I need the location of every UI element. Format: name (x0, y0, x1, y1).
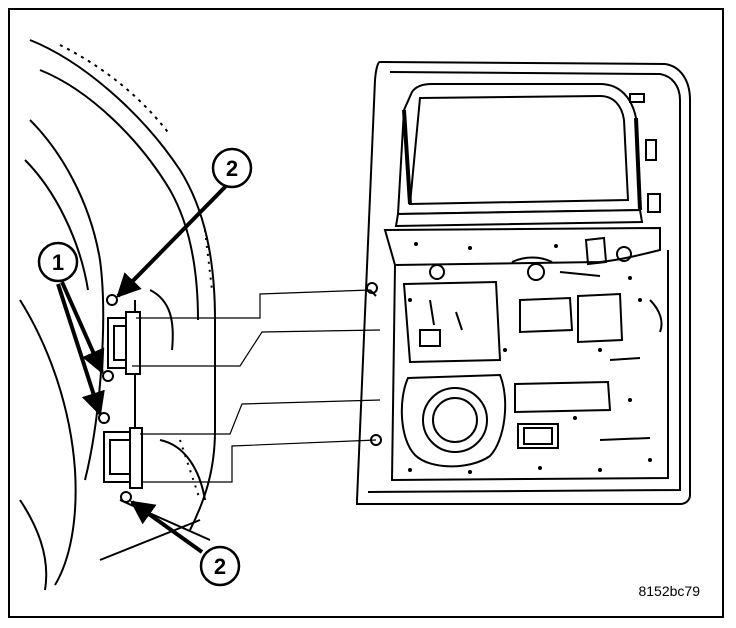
callout-1: 1 (37, 241, 79, 283)
rear-door (356, 60, 691, 505)
callout-2-upper: 2 (211, 147, 253, 189)
vehicle-body-pillar (19, 39, 216, 591)
callout-1-label: 1 (52, 250, 64, 275)
alignment-lines (132, 289, 381, 483)
callout-2-lower-label: 2 (214, 554, 226, 579)
callout-arrows (56, 184, 228, 554)
lower-hinge (98, 412, 143, 503)
upper-hinge (102, 294, 141, 382)
door-panel-holes (408, 242, 652, 474)
figure-reference-code: 8152bc79 (638, 583, 700, 599)
callout-2-upper-label: 2 (226, 156, 238, 181)
callout-2-lower: 2 (199, 545, 241, 587)
